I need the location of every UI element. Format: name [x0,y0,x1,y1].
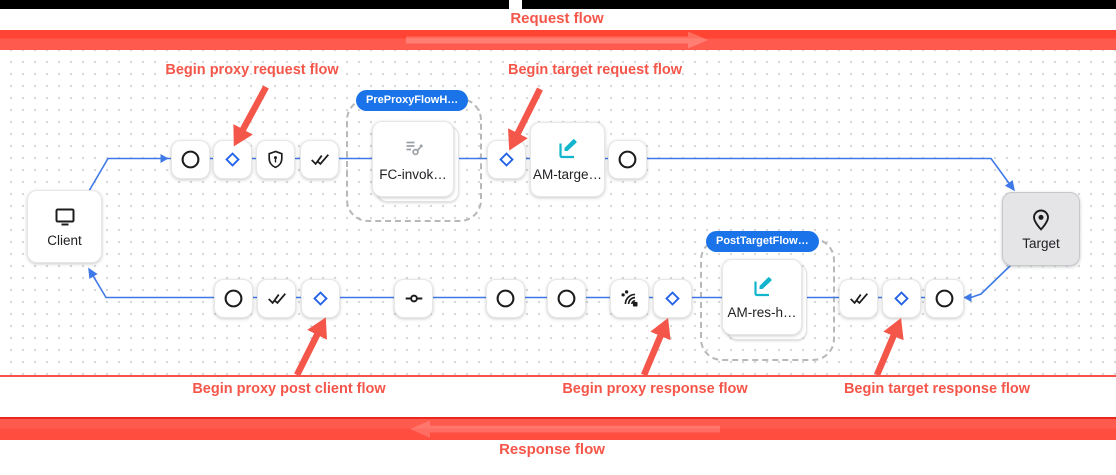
post-client-end-node[interactable] [214,279,253,318]
response-flow-title: Response flow [499,441,605,458]
client-monitor-icon [55,208,74,226]
target-pin-icon [1033,209,1049,231]
verify-policy-node[interactable] [300,140,339,179]
shield-key-icon [268,150,283,169]
assign-message-response-label: AM-res-h… [727,304,797,320]
signal-icon [620,289,638,307]
top-border-bar [0,0,1116,9]
condition-diamond-icon [225,152,240,167]
request-end-node[interactable] [608,140,647,179]
response-step-node[interactable] [486,279,525,318]
assign-message-target-label: AM-targe… [532,167,603,182]
target-node[interactable]: Target [1002,192,1080,266]
response-flow-bar [0,417,1116,440]
response-flow-boundary-line [0,374,1116,378]
step-circle-icon [557,289,576,308]
step-circle-icon [935,289,954,308]
response-step-node[interactable] [547,279,586,318]
condition-diamond-icon [894,291,909,306]
proxy-request-flow-start-node[interactable] [213,140,252,179]
request-flow-bar-arrow [406,31,708,49]
begin-proxy-post-client-label: Begin proxy post client flow [192,381,386,397]
double-check-icon [310,154,329,166]
flow-callout-label: FC-invok… [379,166,447,182]
flow-callout-card[interactable]: FC-invok… [372,121,454,197]
target-response-flow-start-node[interactable] [882,279,921,318]
edit-pencil-icon [559,139,577,159]
step-circle-icon [181,150,200,169]
flow-editor-canvas [0,50,1116,377]
client-label: Client [47,233,82,248]
top-border-notch [509,0,522,9]
condition-diamond-icon [313,291,328,306]
post-target-flow-hook-badge[interactable]: PostTargetFlow… [706,231,819,252]
begin-target-response-label: Begin target response flow [843,381,1031,397]
response-flow-bar-arrow [410,420,720,438]
post-client-policy-node[interactable] [257,279,296,318]
target-request-flow-start-node[interactable] [487,140,526,179]
request-flow-bar [0,30,1116,50]
client-node[interactable]: Client [27,190,102,263]
pre-proxy-flow-hook-badge[interactable]: PreProxyFlowH… [356,90,469,111]
edit-pencil-icon [753,276,772,296]
target-response-policy-node[interactable] [839,279,878,318]
proxy-response-flow-start-node[interactable] [653,279,692,318]
target-label: Target [1022,235,1060,251]
switch-icon [405,294,422,303]
step-circle-icon [224,289,243,308]
target-response-end-node[interactable] [925,279,964,318]
double-check-icon [849,293,868,305]
request-step-node[interactable] [171,140,210,179]
condition-diamond-icon [499,152,514,167]
flow-callout-icon [406,141,423,155]
begin-proxy-request-label: Begin proxy request flow [165,62,339,78]
assign-message-response-card[interactable]: AM-res-h… [722,259,802,335]
step-circle-icon [618,150,637,169]
request-flow-title: Request flow [510,10,604,27]
double-check-icon [267,293,286,305]
condition-diamond-icon [665,291,680,306]
begin-proxy-response-label: Begin proxy response flow [562,381,748,397]
assign-message-target-card[interactable]: AM-targe… [530,122,605,197]
step-circle-icon [496,289,515,308]
route-switch-node[interactable] [394,279,433,318]
message-logging-node[interactable] [610,279,649,318]
security-policy-node[interactable] [256,140,295,179]
begin-target-request-label: Begin target request flow [507,62,683,78]
proxy-post-client-flow-start-node[interactable] [301,279,340,318]
